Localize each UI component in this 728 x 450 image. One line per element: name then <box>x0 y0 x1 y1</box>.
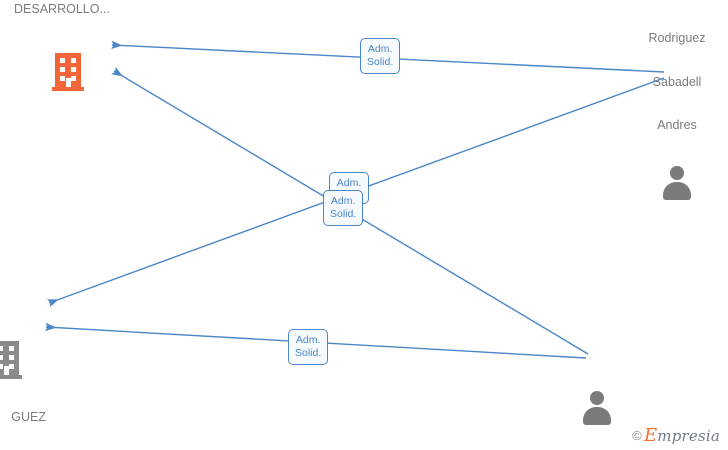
edge-label-line1: Adm. <box>336 177 362 189</box>
building-icon <box>0 341 22 379</box>
edge-label-line2: Solid. <box>295 347 322 359</box>
node-label-line3: Andres <box>657 118 697 132</box>
node-company-desarrollo[interactable] <box>36 24 100 120</box>
node-label-line2: Sabadell <box>652 74 702 89</box>
brand-initial: E <box>643 425 658 446</box>
person-icon <box>579 391 615 425</box>
page-title: DESARROLLO... <box>14 2 110 16</box>
edge-label-line2: Solid. <box>367 56 394 68</box>
edge-label-line1: Adm. <box>367 43 393 55</box>
edge-label-line2: Solid. <box>330 208 357 220</box>
brand-name: mpresia <box>657 427 720 445</box>
edge-label-andres-to-desarrollo[interactable]: Adm. Solid. <box>360 38 401 74</box>
node-person-valbuena-rodriguez-susana[interactable]: Valbuena Rodriguez Susana <box>551 362 643 450</box>
edge-label-line1: Adm. <box>330 195 356 207</box>
copyright-icon: © <box>632 428 642 443</box>
node-company-rodriguez-valbuena[interactable]: GUEZ ENA TOS SLP <box>0 312 46 450</box>
node-person-rodriguez-sabadell-andres[interactable]: Rodriguez Sabadell Andres <box>634 2 720 229</box>
building-icon <box>52 53 84 91</box>
edge-label-line1: Adm. <box>295 334 321 346</box>
node-label-line1: Rodriguez <box>648 31 706 45</box>
empresia-watermark: ©Empresia <box>632 425 720 446</box>
node-label-line1: GUEZ <box>11 410 46 424</box>
edge-label-andres-to-rodriguez-valbuena[interactable]: Adm. Solid. <box>323 190 364 226</box>
person-icon <box>659 165 695 200</box>
edge-label-susana-to-rodriguez-valbuena[interactable]: Adm. Solid. <box>288 329 329 365</box>
